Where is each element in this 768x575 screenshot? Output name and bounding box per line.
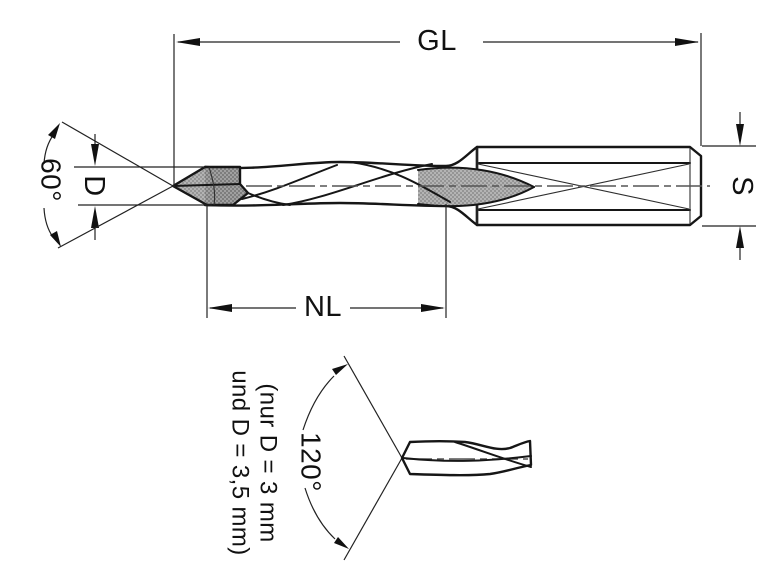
flute-spiral-3 bbox=[349, 161, 451, 203]
note-text: (nur D = 3 mm und D = 3,5 mm) bbox=[227, 370, 282, 555]
gl-arrow-right bbox=[675, 38, 699, 46]
tip-view-120: 120° (nur D = 3 mm und D = 3,5 mm) bbox=[227, 355, 533, 561]
dimension-label-nl: NL bbox=[304, 291, 342, 323]
nl-arrow-left bbox=[208, 304, 232, 312]
cutter-face-edge bbox=[208, 166, 216, 206]
s-arrow-bottom bbox=[736, 226, 744, 248]
d-arrow-bottom bbox=[91, 206, 99, 228]
angle-label-120: 120° bbox=[296, 432, 327, 492]
angle60-arc-lower bbox=[43, 207, 54, 238]
dimension-label-d: D bbox=[78, 175, 110, 196]
gl-dimension: GL bbox=[173, 25, 702, 187]
d-arrow-top bbox=[91, 144, 99, 166]
flute-runout-bottom-edge bbox=[417, 186, 535, 208]
angle120-arrow-upper bbox=[332, 364, 348, 375]
angle120-arc-lower bbox=[304, 487, 336, 540]
angle-label-60: 60° bbox=[36, 158, 67, 202]
flute-spiral-1 bbox=[241, 164, 338, 200]
dimension-label-gl: GL bbox=[417, 25, 457, 57]
angle60-line-upper bbox=[61, 121, 174, 187]
note-line-1: (nur D = 3 mm bbox=[255, 383, 282, 542]
dimension-label-s: S bbox=[726, 176, 758, 196]
countersink-angle-60: 60° bbox=[36, 121, 174, 249]
tip-view-twist-line-1 bbox=[402, 455, 532, 462]
gl-arrow-left bbox=[176, 38, 200, 46]
angle120-line-lower bbox=[343, 457, 403, 561]
nl-arrow-right bbox=[421, 304, 445, 312]
side-view-drill bbox=[171, 145, 710, 227]
s-arrow-top bbox=[736, 124, 744, 146]
angle120-line-upper bbox=[343, 355, 403, 459]
tip-view-twist-line-2 bbox=[454, 441, 532, 468]
flute-runout-top-edge bbox=[417, 166, 535, 188]
flute-runout bbox=[418, 167, 534, 207]
shank bbox=[475, 145, 703, 227]
flute-spiral-2 bbox=[282, 163, 433, 206]
note-line-2: und D = 3,5 mm) bbox=[227, 370, 254, 555]
angle120-arc-upper bbox=[302, 375, 335, 431]
cutter-flute-start bbox=[247, 192, 291, 206]
cutter-head-block bbox=[205, 167, 248, 205]
tip-view-drill-body bbox=[400, 439, 533, 477]
s-dimension: S bbox=[702, 112, 758, 260]
nl-dimension: NL bbox=[206, 204, 447, 323]
angle60-line-lower bbox=[57, 185, 174, 249]
angle60-arrow-upper bbox=[48, 123, 60, 139]
angle120-arrow-lower bbox=[334, 537, 349, 549]
angle60-arrow-lower bbox=[50, 231, 61, 247]
cutter-lip-edge bbox=[172, 183, 241, 187]
